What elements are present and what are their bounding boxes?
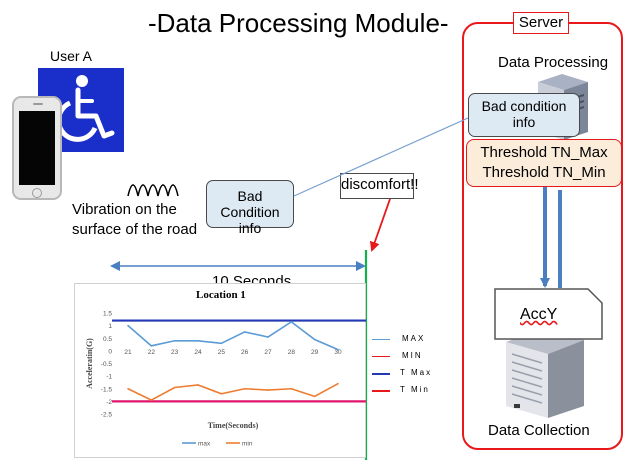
y-tick-label: -1	[106, 374, 112, 381]
y-tick-label: -2	[106, 399, 112, 406]
data-point-max	[290, 321, 293, 323]
chart-title: Location 1	[196, 289, 246, 301]
data-point-min	[173, 386, 176, 389]
data-point-max	[173, 339, 176, 342]
x-tick-label: 28	[288, 349, 296, 356]
x-axis-label: Time(Seconds)	[208, 421, 259, 430]
y-tick-label: 1.5	[103, 311, 112, 318]
x-tick-label: 25	[218, 349, 226, 356]
data-collection-label: Data Collection	[488, 422, 590, 439]
bad-info-connector	[293, 117, 469, 197]
legend-label-min: min	[242, 441, 253, 448]
data-point-max	[197, 339, 199, 342]
side-legend-swatch	[372, 373, 390, 375]
data-point-min	[220, 393, 223, 395]
accy-data-icon	[494, 288, 603, 340]
y-tick-label: 1	[108, 323, 112, 330]
threshold-max-label: Threshold TN_Max	[480, 144, 608, 161]
data-point-max	[150, 345, 153, 347]
vibration-caption-line-2: surface of the road	[72, 221, 198, 238]
page-title: -Data Processing Module-	[148, 8, 449, 38]
data-processing-label: Data Processing	[498, 54, 609, 71]
bad-condition-line-2: info	[238, 220, 262, 236]
x-tick-label: 30	[334, 349, 342, 356]
data-point-min	[337, 382, 339, 385]
data-point-max	[243, 331, 246, 333]
y-tick-label: 0.5	[103, 336, 112, 343]
data-point-min	[127, 387, 129, 390]
series-line-max	[127, 320, 339, 351]
side-legend-label: MAX	[402, 334, 426, 343]
data-point-max	[267, 336, 269, 338]
data-point-min	[313, 395, 316, 398]
vibration-caption: Vibration on the surface of the road	[72, 200, 197, 240]
side-legend-swatch	[372, 390, 390, 392]
series-line-min	[127, 382, 339, 402]
side-legend-swatch	[372, 339, 390, 340]
x-tick-label: 29	[311, 349, 319, 356]
chart-frame	[74, 283, 366, 458]
x-tick-label: 22	[148, 349, 156, 356]
y-tick-label: -0.5	[101, 361, 113, 368]
threshold-min-label: Threshold TN_Min	[482, 164, 606, 181]
bad-condition-line-1: Bad Condition	[220, 188, 280, 220]
bad-condition-server-line-2: info	[512, 114, 536, 130]
data-point-min	[243, 387, 246, 390]
side-legend-label: T Min	[400, 385, 430, 394]
data-point-max	[220, 342, 223, 345]
side-legend-label: T Max	[400, 368, 433, 377]
side-legend-label: MIN	[402, 351, 423, 360]
threshold-box: Threshold TN_Max Threshold TN_Min	[466, 139, 622, 187]
x-tick-label: 21	[124, 349, 132, 356]
x-tick-label: 27	[264, 349, 272, 356]
data-point-min	[197, 384, 199, 386]
bad-condition-server-box: Bad condition info	[468, 93, 580, 137]
bad-condition-info-box: Bad Condition info	[206, 180, 294, 236]
data-point-max	[127, 324, 129, 327]
y-tick-label: 0	[108, 348, 112, 355]
x-tick-label: 24	[194, 349, 202, 356]
vibration-caption-line-1: Vibration on the	[72, 201, 177, 218]
data-point-max	[337, 348, 339, 351]
server-label: Server	[513, 12, 569, 34]
user-label: User A	[50, 48, 93, 64]
x-tick-label: 23	[171, 349, 179, 356]
data-point-min	[150, 399, 153, 401]
legend-label-max: max	[198, 441, 211, 448]
smartphone-icon	[12, 96, 62, 200]
discomfort-box: discomfort!!	[340, 173, 419, 199]
x-tick-label: 26	[241, 349, 249, 356]
data-point-max	[313, 338, 316, 341]
y-tick-label: -2.5	[101, 412, 113, 419]
side-legend-swatch	[372, 356, 390, 357]
discomfort-arrow	[369, 198, 391, 252]
y-tick-label: -1.5	[101, 386, 113, 393]
vibration-wave-icon	[127, 184, 179, 197]
bad-condition-server-line-1: Bad condition	[481, 98, 567, 114]
y-axis-label: Acceleratin(G)	[85, 338, 94, 389]
data-point-min	[267, 389, 269, 391]
accy-label: AccY	[520, 306, 558, 323]
data-point-min	[290, 387, 293, 390]
